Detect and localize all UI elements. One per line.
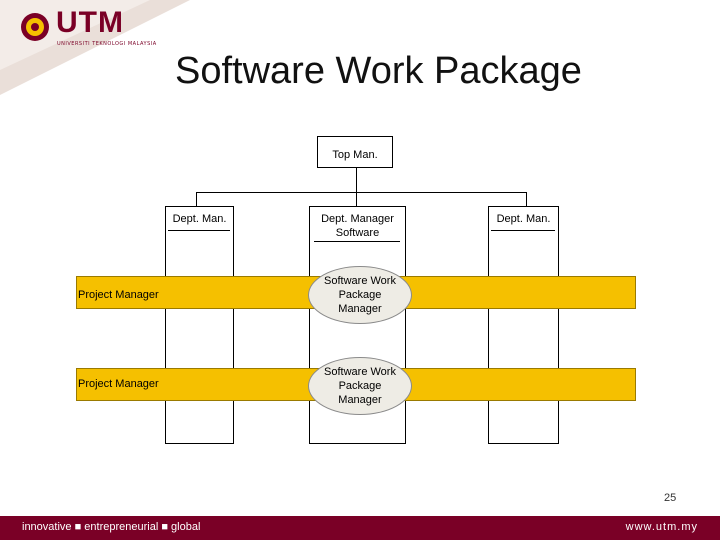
connector-dept2 — [356, 192, 357, 206]
top-manager-label: Top Man. — [332, 149, 378, 161]
dept-label-3: Dept. Man. — [496, 213, 551, 225]
dept-label-2: Dept. Manager Software — [321, 213, 394, 239]
connector-dept3 — [526, 192, 527, 206]
work-package-label-2: Software Work Package Manager — [324, 366, 396, 406]
footer-tagline: innovative ■ entrepreneurial ■ global — [22, 521, 201, 533]
logo-text: UTM — [56, 6, 124, 39]
connector-top-vertical — [356, 168, 357, 192]
footer-bar: innovative ■ entrepreneurial ■ global ww… — [0, 516, 720, 540]
page-number: 25 — [664, 492, 677, 504]
dept-column-1 — [165, 206, 234, 444]
logo-subtitle: UNIVERSITI TEKNOLOGI MALAYSIA — [57, 41, 157, 47]
dept-underline-3 — [491, 230, 555, 231]
connector-horizontal — [196, 192, 526, 193]
connector-dept1 — [196, 192, 197, 206]
utm-crest-icon — [21, 13, 49, 41]
dept-underline-1 — [168, 230, 230, 231]
project-manager-label-2: Project Manager — [78, 378, 159, 390]
work-package-ellipse-2: Software Work Package Manager — [308, 357, 412, 415]
utm-logo: UTM UNIVERSITI TEKNOLOGI MALAYSIA — [20, 6, 170, 48]
footer-url: www.utm.my — [625, 521, 698, 533]
work-package-ellipse-1: Software Work Package Manager — [308, 266, 412, 324]
project-manager-label-1: Project Manager — [78, 289, 159, 301]
dept-column-3 — [488, 206, 559, 444]
work-package-label-1: Software Work Package Manager — [324, 275, 396, 315]
slide-title: Software Work Package — [175, 50, 582, 92]
top-manager-box: Top Man. — [317, 136, 393, 168]
dept-label-1: Dept. Man. — [172, 213, 227, 225]
dept-underline-2 — [314, 241, 400, 242]
